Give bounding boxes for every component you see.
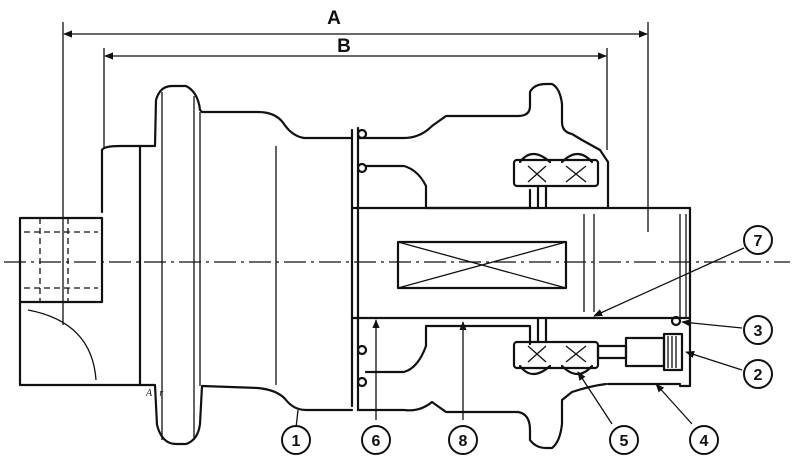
callout-8-label: 8 bbox=[459, 433, 468, 450]
callout-1-label: 1 bbox=[292, 433, 301, 450]
callout-6-label: 6 bbox=[372, 433, 381, 450]
shaft-end bbox=[18, 144, 142, 387]
callout-3-label: 3 bbox=[754, 323, 763, 340]
seal-rings bbox=[356, 128, 368, 388]
callout-2: 2 bbox=[743, 359, 773, 389]
callout-3: 3 bbox=[743, 315, 773, 345]
upper-bearing bbox=[512, 152, 600, 210]
callout-2-label: 2 bbox=[754, 367, 763, 384]
callout-1: 1 bbox=[281, 425, 311, 455]
callout-5: 5 bbox=[609, 425, 639, 455]
dimension-b-label: B bbox=[337, 36, 351, 57]
dimension-a: A bbox=[62, 8, 649, 325]
inner-shaft bbox=[396, 240, 568, 290]
dimension-b: B bbox=[103, 36, 608, 150]
callout-7: 7 bbox=[743, 225, 773, 255]
callout-8: 8 bbox=[448, 425, 478, 455]
callout-4: 4 bbox=[689, 425, 719, 455]
grease-plug bbox=[596, 315, 684, 372]
roller-shell bbox=[350, 82, 692, 450]
leader-lines bbox=[295, 247, 745, 429]
callout-5-label: 5 bbox=[620, 433, 629, 450]
callout-6: 6 bbox=[361, 425, 391, 455]
dimension-a-label: A bbox=[327, 8, 341, 29]
callout-7-label: 7 bbox=[754, 233, 763, 250]
stray-annotation: A . r bbox=[145, 388, 163, 399]
callout-4-label: 4 bbox=[700, 433, 709, 450]
roller-flange bbox=[138, 84, 354, 446]
